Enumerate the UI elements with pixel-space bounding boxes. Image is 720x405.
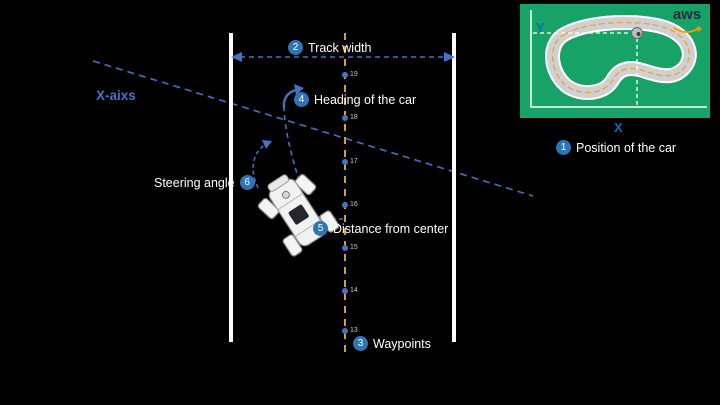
aws-logo: aws	[670, 6, 704, 40]
badge-1: 1	[556, 140, 571, 155]
label-steering-angle-text: Steering angle	[154, 175, 235, 190]
aws-logo-text: aws	[672, 6, 702, 23]
badge-5: 5	[313, 221, 328, 236]
track-width-arrow	[231, 52, 455, 62]
label-waypoints-text: Waypoints	[373, 336, 431, 351]
x-axis-diagonal-line	[92, 60, 534, 197]
label-position-of-car-text: Position of the car	[576, 140, 677, 155]
waypoint-dot	[342, 115, 348, 121]
badge-3: 3	[353, 336, 368, 351]
label-steering-angle: Steering angle 6	[154, 175, 255, 190]
map-axes	[530, 10, 707, 108]
map-x-axis-label: X	[614, 120, 623, 135]
x-axis-label: X-aixs	[96, 88, 136, 103]
waypoint-number: 15	[350, 244, 358, 251]
label-distance-from-center-text: Distance from center	[333, 221, 449, 236]
waypoint-dot	[342, 288, 348, 294]
waypoint-dot	[342, 72, 348, 78]
label-waypoints: 3 Waypoints	[353, 336, 431, 351]
waypoint-number: 17	[350, 158, 358, 165]
waypoint-dot	[342, 159, 348, 165]
waypoint-number: 18	[350, 114, 358, 121]
waypoint-dot	[342, 245, 348, 251]
label-distance-from-center: 5 Distance from center	[313, 221, 448, 236]
map-position-guides	[533, 32, 638, 105]
track-left-edge	[229, 33, 233, 342]
label-track-width-text: Track width	[308, 40, 372, 55]
aws-smile-icon	[673, 25, 703, 34]
waypoint-number: 16	[350, 201, 358, 208]
badge-4: 4	[294, 92, 309, 107]
car-position-dot-icon	[631, 27, 643, 39]
waypoint-number: 19	[350, 71, 358, 78]
waypoint-dot	[342, 202, 348, 208]
track-map-graphics	[520, 4, 710, 118]
badge-2: 2	[288, 40, 303, 55]
badge-6: 6	[239, 175, 255, 190]
map-track-loop	[545, 15, 697, 100]
waypoint-number: 14	[350, 287, 358, 294]
label-track-width: 2 Track width	[288, 40, 371, 55]
waypoint-dots	[342, 72, 348, 334]
waypoint-number: 13	[350, 327, 358, 334]
waypoint-dot	[342, 328, 348, 334]
track-right-edge	[452, 33, 456, 342]
label-heading-text: Heading of the car	[314, 92, 417, 107]
map-y-axis-label: Y	[536, 20, 545, 35]
deepracer-car-icon	[257, 173, 340, 257]
steering-angle-arc	[252, 140, 272, 189]
label-position-of-car: 1 Position of the car	[556, 140, 676, 155]
label-heading: 4 Heading of the car	[294, 92, 416, 107]
track-map-inset: Y aws	[520, 4, 710, 118]
